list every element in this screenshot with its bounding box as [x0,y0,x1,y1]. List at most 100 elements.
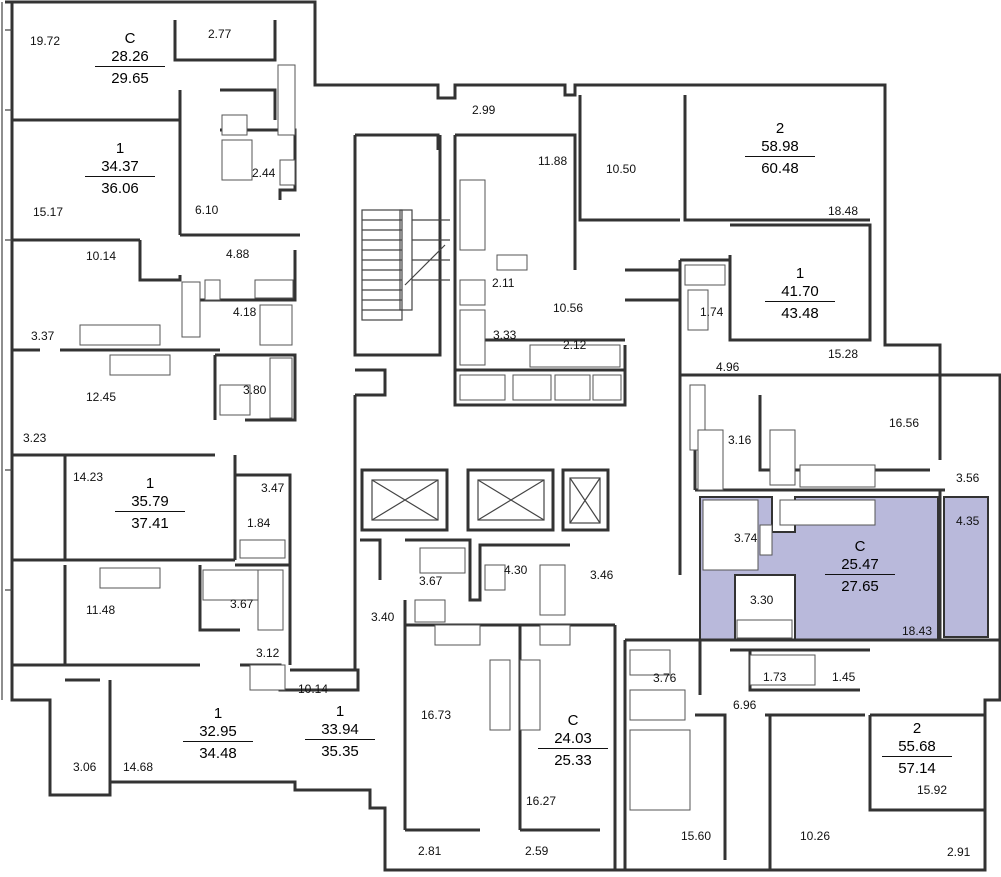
unit-total-area: 36.06 [101,180,139,197]
room-area: 4.35 [956,514,980,528]
unit-type: 2 [912,720,922,737]
room-area: 16.56 [889,416,920,430]
room-area: 14.68 [123,760,154,774]
unit-type: С [567,712,579,729]
room-area: 4.88 [226,247,250,261]
room-area: 4.18 [233,305,257,319]
room-area: 3.37 [31,329,55,343]
room-area: 3.47 [261,481,285,495]
unit-label[interactable]: 2 58.98 60.48 [745,120,815,178]
room-area: 3.30 [750,593,774,607]
staircase [361,209,450,321]
unit-label[interactable]: С 28.26 29.65 [95,30,165,88]
room-area: 15.17 [33,205,64,219]
unit-type: С [124,30,136,47]
unit-type: 2 [775,120,785,137]
room-area: 19.72 [30,34,61,48]
room-area: 1.74 [700,305,724,319]
room-area: 3.80 [243,383,267,397]
room-area: 15.28 [828,347,859,361]
unit-living-area: 28.26 [95,48,165,67]
room-area: 3.12 [256,646,280,660]
unit-living-area: 35.79 [115,493,185,512]
room-area: 2.11 [492,276,515,290]
unit-total-area: 35.35 [321,743,359,760]
unit-total-area: 25.33 [554,752,592,769]
unit-total-area: 37.41 [131,515,169,532]
room-area: 16.27 [526,794,557,808]
unit-label[interactable]: 1 34.37 36.06 [85,140,155,198]
room-area: 10.50 [606,162,637,176]
unit-living-area: 24.03 [538,730,608,749]
unit-living-area: 25.47 [825,556,895,575]
room-area: 3.23 [23,431,47,445]
room-area: 14.23 [73,470,104,484]
unit-type: С [854,538,866,555]
room-area: 6.96 [733,698,757,712]
unit-living-area: 33.94 [305,721,375,740]
room-area: 2.91 [947,845,971,859]
room-area: 3.76 [653,671,677,685]
room-area: 15.92 [917,783,948,797]
unit-total-area: 34.48 [199,745,237,762]
unit-living-area: 32.95 [183,723,253,742]
unit-type: 1 [115,140,125,157]
room-area: 1.45 [832,670,856,684]
interior-walls [12,20,1000,870]
room-area: 11.88 [538,154,568,168]
room-area: 3.46 [590,568,614,582]
room-area: 2.77 [208,27,232,41]
room-area: 18.48 [828,204,859,218]
room-area: 3.56 [956,471,980,485]
unit-type: 1 [213,705,223,722]
room-area: 1.73 [763,670,787,684]
unit-total-area: 57.14 [898,760,936,777]
room-area: 3.40 [371,610,395,624]
unit-total-area: 27.65 [841,578,879,595]
unit-label[interactable]: 1 32.95 34.48 [183,705,253,763]
unit-total-area: 43.48 [781,305,819,322]
unit-total-area: 60.48 [761,160,799,177]
room-area: 10.26 [800,829,831,843]
unit-type: 1 [335,703,345,720]
room-area: 2.99 [472,103,496,117]
room-area: 2.81 [418,844,442,858]
unit-living-area: 55.68 [882,738,952,757]
room-area: 10.14 [86,249,117,263]
room-area: 4.96 [716,360,740,374]
room-area: 16.73 [421,708,452,722]
room-area: 4.30 [504,563,528,577]
room-area: 2.44 [252,166,276,180]
unit-label[interactable]: 1 33.94 35.35 [305,703,375,761]
room-area: 3.16 [728,433,752,447]
room-area: 3.67 [230,597,254,611]
room-area: 6.10 [195,203,219,217]
unit-label[interactable]: С 24.03 25.33 [538,712,608,770]
room-area: 2.59 [525,844,549,858]
room-area: 10.14 [298,682,329,696]
unit-label[interactable]: 1 35.79 37.41 [115,475,185,533]
room-area: 12.45 [86,390,117,404]
room-area: 15.60 [681,829,712,843]
room-area: 10.56 [553,301,584,315]
unit-living-area: 58.98 [745,138,815,157]
unit-living-area: 41.70 [765,283,835,302]
room-area: 11.48 [86,603,116,617]
room-area: 3.67 [419,574,443,588]
unit-living-area: 34.37 [85,158,155,177]
elevators [360,468,610,532]
room-area: 18.43 [902,624,933,638]
room-area: 2.12 [563,338,587,352]
room-area: 3.06 [73,760,97,774]
room-area: 3.74 [734,531,758,545]
room-area: 1.84 [247,516,271,530]
unit-label[interactable]: 1 41.70 43.48 [765,265,835,323]
fixtures [79,64,876,811]
unit-type: 1 [795,265,805,282]
unit-label[interactable]: 2 55.68 57.14 [882,720,952,778]
unit-type: 1 [145,475,155,492]
unit-total-area: 29.65 [111,70,149,87]
unit-label-highlighted[interactable]: С 25.47 27.65 [825,538,895,596]
room-area: 3.33 [493,328,517,342]
